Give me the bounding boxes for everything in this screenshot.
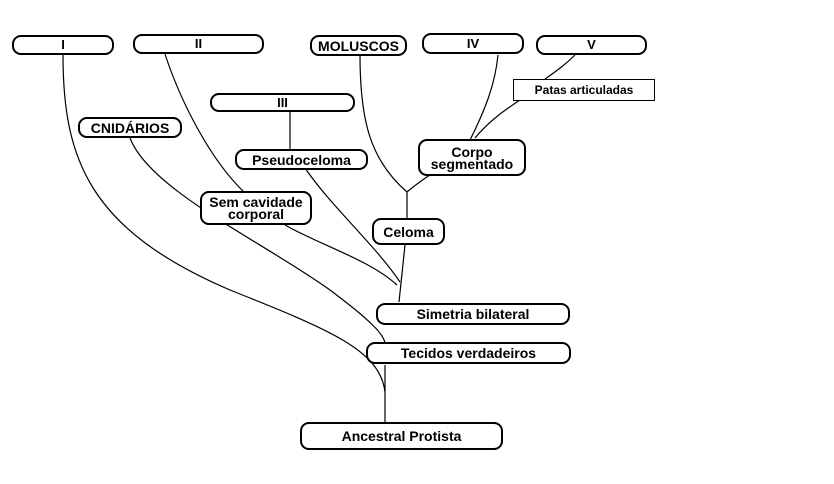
taxon-iv-box: IV	[422, 33, 524, 54]
branch-i	[62, 54, 386, 393]
branch-cnidarios	[129, 137, 386, 345]
root-ancestral-protista-box: Ancestral Protista	[300, 422, 503, 450]
trait-pseudoceloma-box: Pseudoceloma	[235, 149, 368, 170]
taxon-ii-box: II	[133, 34, 264, 54]
branch-sem-cavidade	[284, 224, 398, 286]
branch-v	[544, 54, 576, 80]
taxon-v-box: V	[536, 35, 647, 55]
trait-tecidos-verdadeiros-box: Tecidos verdadeiros	[366, 342, 571, 364]
trait-celoma-box: Celoma	[372, 218, 445, 245]
branch-pseudoceloma	[304, 167, 401, 283]
taxon-i-box: I	[12, 35, 114, 55]
taxon-cnidarios-box: CNIDÁRIOS	[78, 117, 182, 138]
branch-ii	[164, 53, 246, 194]
trait-corpo-segmentado-box: Corpo segmentado	[418, 139, 526, 176]
taxon-iii-box: III	[210, 93, 355, 112]
trait-simetria-bilateral-box: Simetria bilateral	[376, 303, 570, 325]
trait-sem-cavidade-corporal-box: Sem cavidade corporal	[200, 191, 312, 225]
trait-patas-articuladas-box: Patas articuladas	[513, 79, 655, 101]
branch-patas	[474, 99, 521, 139]
taxon-moluscos-box: MOLUSCOS	[310, 35, 407, 56]
branch-iv	[469, 54, 499, 141]
branch-moluscos	[359, 54, 408, 193]
bilateria-stem	[398, 244, 406, 303]
